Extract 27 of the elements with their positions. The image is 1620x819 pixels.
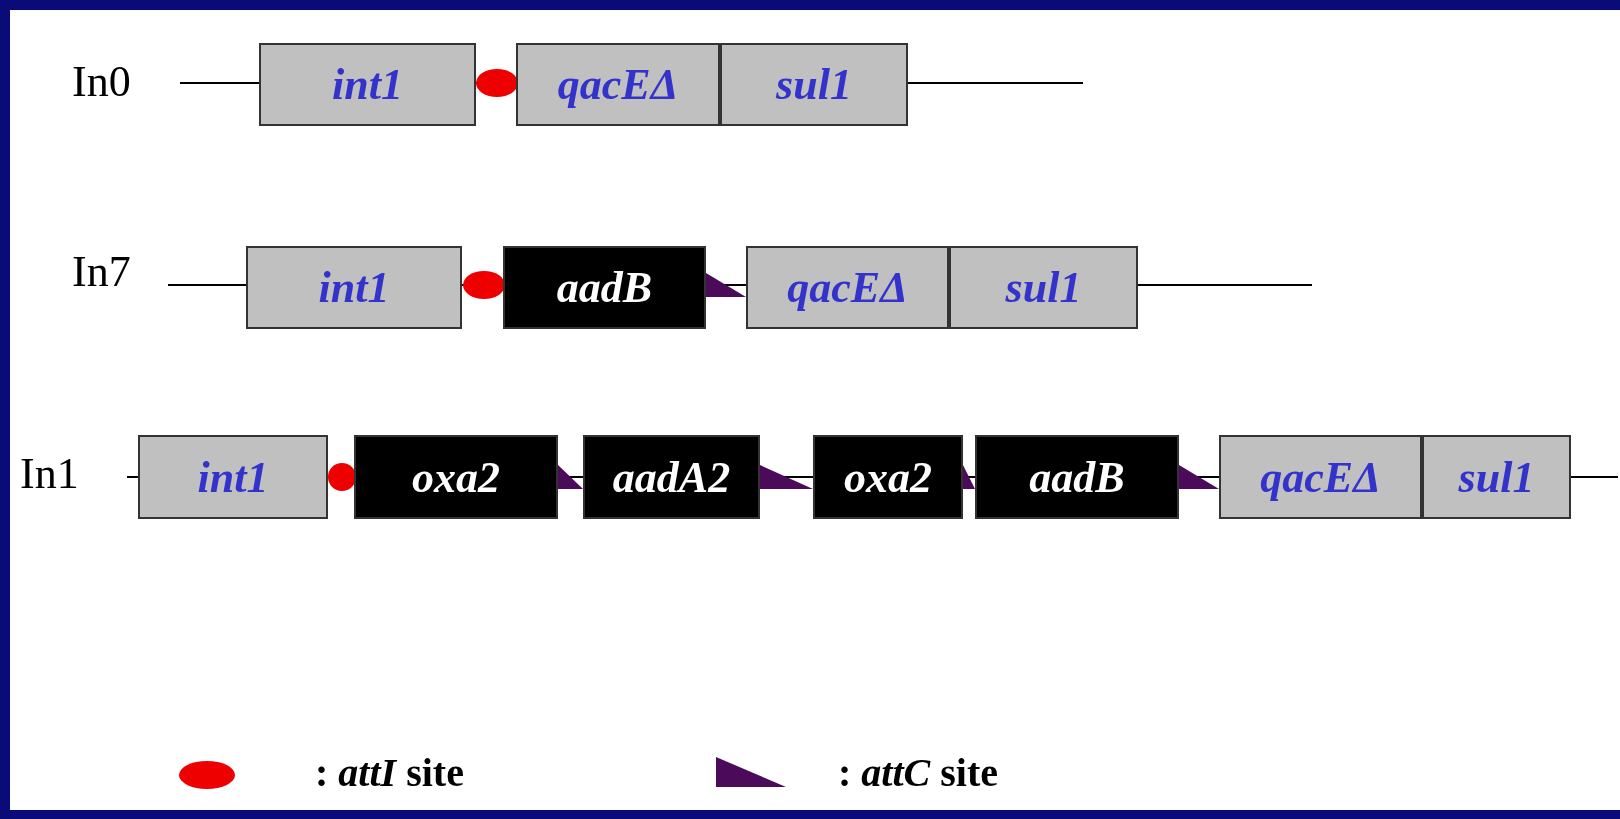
row-label: In7: [72, 250, 131, 294]
oval-site-icon: [328, 463, 356, 491]
gene-box: aadA2: [583, 435, 760, 519]
gene-box: sul1: [1422, 435, 1571, 519]
row-label: In0: [72, 60, 131, 104]
triangle-site-icon: [558, 465, 583, 489]
oval-site-icon: [476, 69, 518, 97]
gene-box: oxa2: [813, 435, 963, 519]
gene-box: sul1: [949, 246, 1138, 329]
triangle-site-icon: [1179, 465, 1219, 489]
legend-text: : attI site: [315, 753, 464, 793]
gene-box: int1: [259, 43, 476, 126]
triangle-site-icon: [760, 465, 813, 489]
gene-box: aadB: [975, 435, 1179, 519]
gene-box: qacEΔ: [746, 246, 949, 329]
row-label: In1: [20, 452, 79, 496]
triangle-site-icon: [963, 465, 975, 489]
gene-box: qacEΔ: [1219, 435, 1422, 519]
gene-box: sul1: [720, 43, 908, 126]
gene-box: int1: [246, 246, 462, 329]
oval-site-icon: [463, 271, 505, 299]
gene-box: oxa2: [354, 435, 558, 519]
triangle-site-icon: [706, 273, 746, 297]
gene-box: qacEΔ: [516, 43, 720, 126]
gene-box: int1: [138, 435, 328, 519]
legend-text: : attC site: [838, 753, 998, 793]
gene-box: aadB: [503, 246, 706, 329]
